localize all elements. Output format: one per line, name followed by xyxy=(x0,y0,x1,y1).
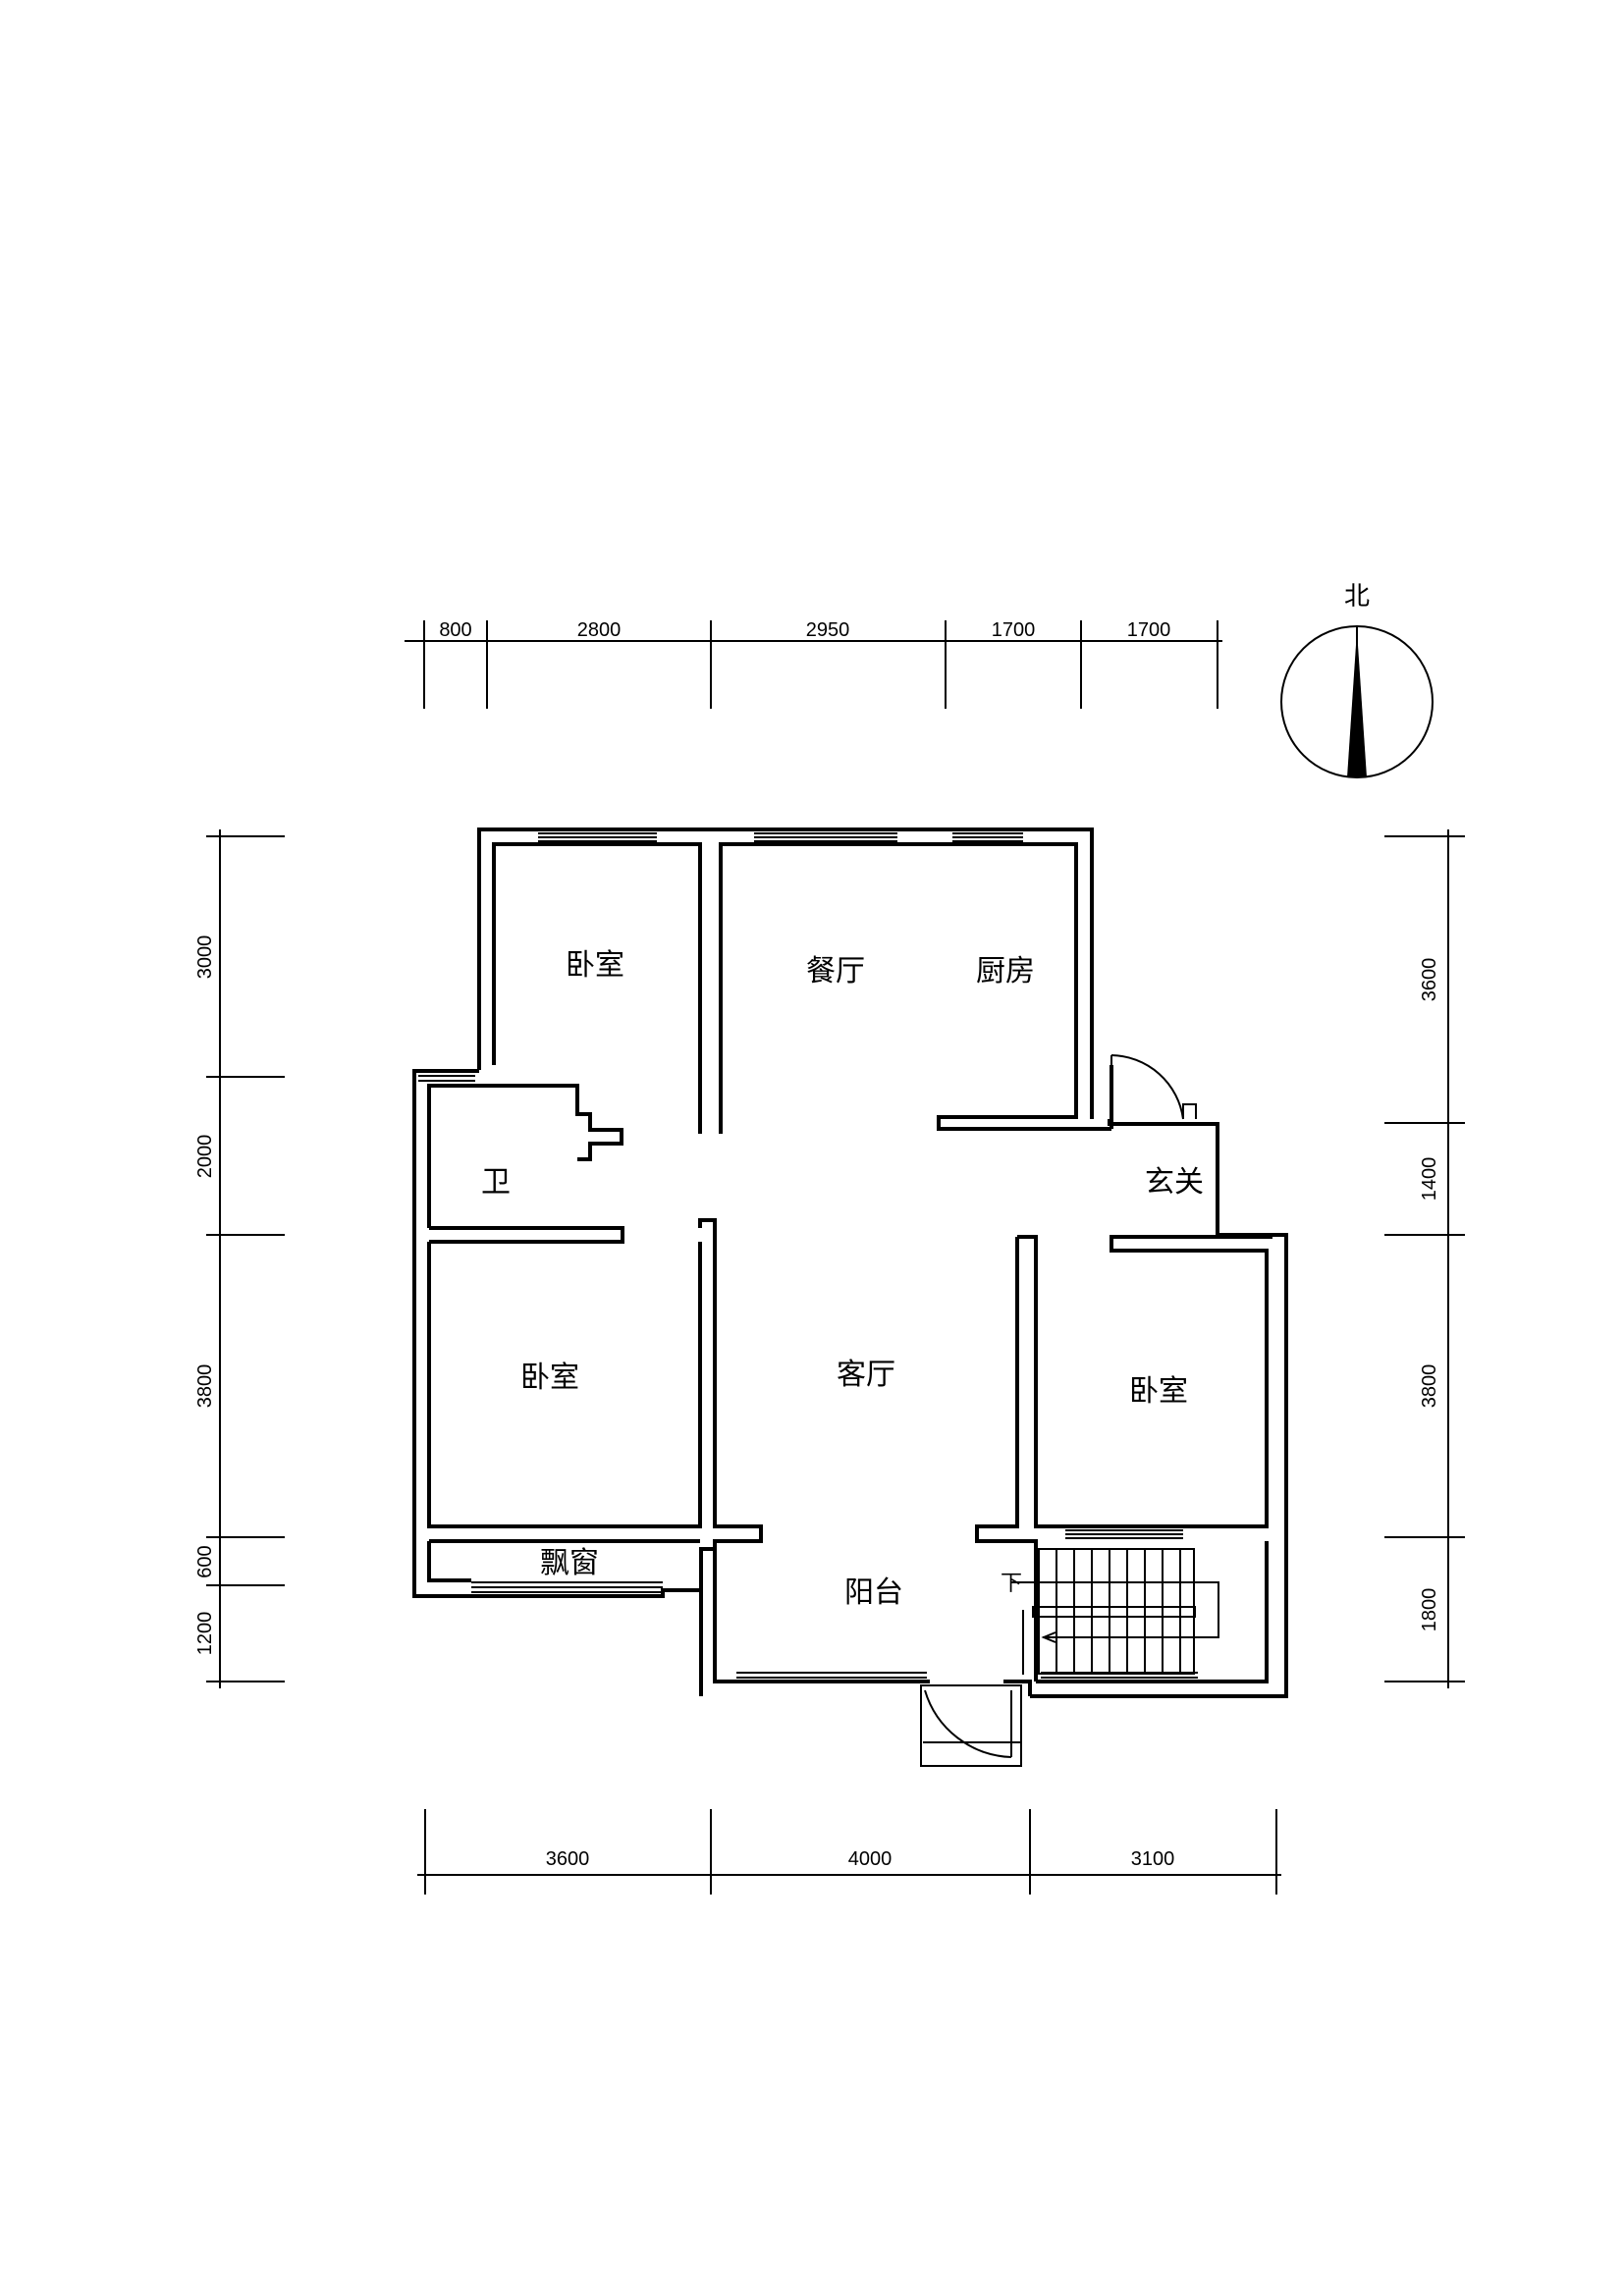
dim-left-1: 3000 xyxy=(194,935,216,980)
dim-right-4: 1800 xyxy=(1419,1588,1440,1632)
dim-bottom-1: 3600 xyxy=(546,1848,590,1870)
left-dimension-chain: 3000 2000 3800 600 1200 xyxy=(194,829,285,1688)
top-dimension-chain: 800 2800 2950 1700 1700 xyxy=(405,619,1222,709)
room-label-bedroom-east: 卧室 xyxy=(1129,1374,1188,1409)
stair-arrow-icon xyxy=(1041,1631,1056,1643)
right-dimension-chain: 3600 1400 3800 1800 xyxy=(1384,829,1465,1688)
window-bathroom xyxy=(418,1070,475,1082)
room-labels: 卧室 餐厅 厨房 卫 玄关 卧室 客厅 卧室 飘窗 阳台 xyxy=(481,948,1204,1610)
room-label-balcony: 阳台 xyxy=(844,1575,903,1610)
walls xyxy=(412,828,1288,1698)
dim-right-2: 1400 xyxy=(1419,1157,1440,1201)
room-label-bedroom-north: 卧室 xyxy=(566,948,624,983)
dim-left-4: 600 xyxy=(194,1545,216,1577)
room-label-bay-window: 飘窗 xyxy=(540,1546,599,1580)
room-label-entrance: 玄关 xyxy=(1145,1165,1204,1200)
bottom-dimension-chain: 3600 4000 3100 xyxy=(417,1809,1281,1895)
dim-top-1: 800 xyxy=(439,619,471,641)
stair-path-line xyxy=(1011,1581,1219,1638)
room-label-bedroom-west: 卧室 xyxy=(520,1361,579,1395)
doors xyxy=(920,1054,1197,1767)
window-bay xyxy=(471,1581,663,1593)
room-label-dining: 餐厅 xyxy=(806,954,865,988)
dim-top-5: 1700 xyxy=(1127,619,1171,641)
window-kitchen xyxy=(952,832,1023,842)
room-label-kitchen: 厨房 xyxy=(976,954,1035,988)
dim-left-5: 1200 xyxy=(194,1612,216,1656)
window-balcony xyxy=(736,1672,927,1683)
staircase: 下 xyxy=(1001,1548,1219,1675)
dim-left-2: 2000 xyxy=(194,1135,216,1179)
entrance-door-icon xyxy=(1110,1054,1197,1129)
window-dining xyxy=(754,832,897,842)
dim-right-1: 3600 xyxy=(1419,958,1440,1002)
dim-bottom-2: 4000 xyxy=(848,1848,893,1870)
balcony-door-icon xyxy=(920,1684,1022,1767)
north-compass: 北 xyxy=(1280,582,1434,778)
compass-needle-icon xyxy=(1347,630,1367,777)
dim-left-3: 3800 xyxy=(194,1364,216,1409)
dim-top-2: 2800 xyxy=(577,619,622,641)
room-label-bathroom: 卫 xyxy=(481,1165,511,1200)
stair-down-label: 下 xyxy=(1001,1572,1022,1596)
window-east-bedroom xyxy=(1065,1529,1183,1539)
dim-bottom-3: 3100 xyxy=(1131,1848,1175,1870)
dim-right-3: 3800 xyxy=(1419,1364,1440,1409)
compass-north-label: 北 xyxy=(1344,582,1370,612)
windows xyxy=(418,832,1198,1683)
dim-top-3: 2950 xyxy=(806,619,850,641)
window-bedroom-north xyxy=(538,832,657,842)
dim-top-4: 1700 xyxy=(992,619,1036,641)
room-label-living: 客厅 xyxy=(837,1358,895,1392)
